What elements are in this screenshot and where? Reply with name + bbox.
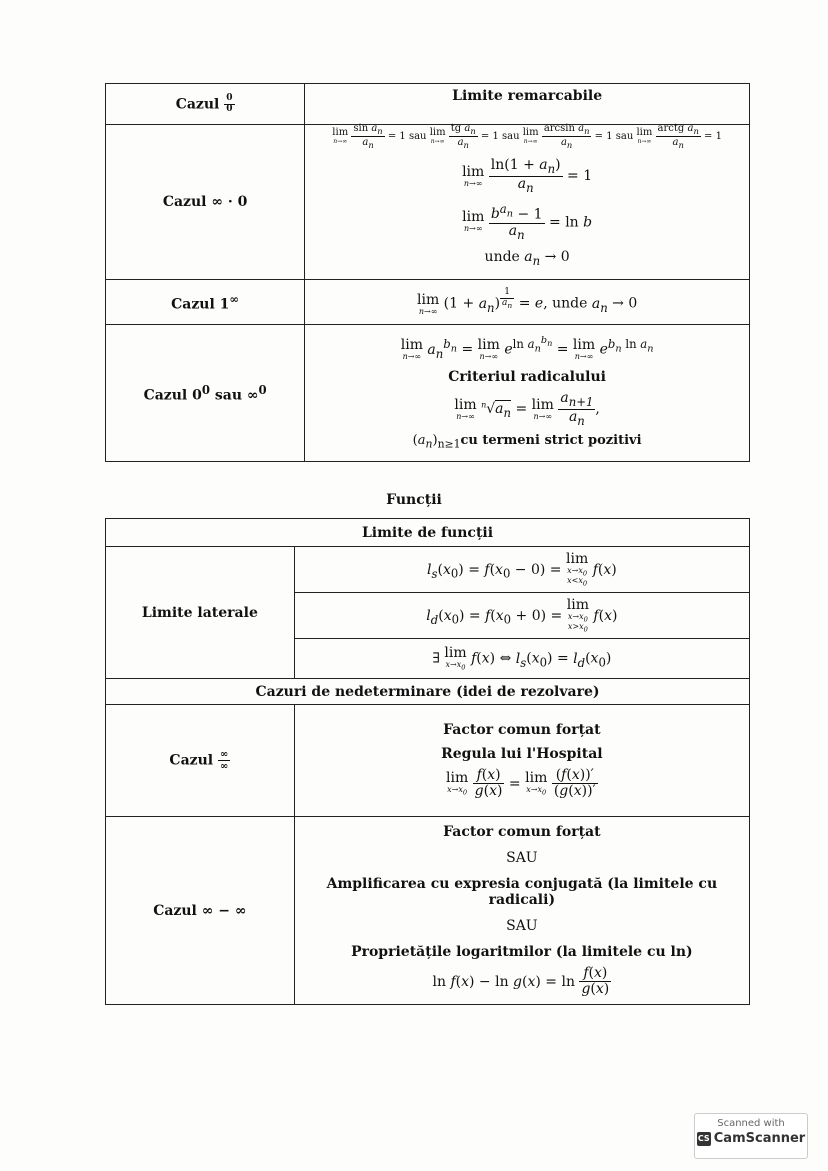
criteriul-radicalului: Criteriul radicalului [448, 369, 606, 386]
inf-minus-inf-methods: Factor comun forțat SAU Amplificarea cu … [293, 816, 751, 1005]
remarkable-limits-header: Limite remarcabile [304, 83, 750, 125]
log-formula: ln f(x) − ln g(x) = ln f(x)g(x) [432, 964, 612, 997]
function-limits-table: Limite de funcții Limite laterale ls(x0)… [105, 518, 751, 1005]
factor-comun-text-2: Factor comun forțat [443, 823, 601, 840]
sequence-condition: (an)n≥1cu termeni strict pozitivi [412, 433, 642, 451]
case-0-0-inf-0: Cazul 00 sau ∞0 [104, 324, 306, 462]
case-inf-times-0: Cazul ∞ · 0 [104, 124, 306, 280]
sau-separator-1: SAU [506, 849, 538, 866]
watermark-line2: CamScanner [713, 1131, 806, 1146]
conjugate-text: Amplificarea cu expresia conjugată (la l… [326, 875, 718, 908]
lateral-limits-label: Limite laterale [105, 546, 295, 679]
indeterminate-cases-title: Cazuri de nedeterminare (idei de rezolva… [105, 678, 750, 705]
table2-title: Limite de funcții [105, 518, 750, 547]
factor-comun-text: Factor comun forțat [443, 721, 601, 738]
case-inf-minus-inf: Cazul ∞ − ∞ [105, 816, 295, 1005]
log-properties-text: Proprietățile logaritmilor (la limitele … [351, 943, 693, 960]
case-1-inf: Cazul 1∞ [104, 279, 306, 325]
camscanner-watermark: Scanned with CS CamScanner [694, 1113, 808, 1159]
sau-separator-2: SAU [506, 917, 538, 934]
case-inf-over-inf: Cazul ∞∞ [105, 704, 295, 817]
camscanner-logo-icon: CS [696, 1131, 711, 1146]
unde-an-line: unde an → 0 [484, 249, 570, 269]
watermark-line1: Scanned with [717, 1118, 785, 1129]
watermark-brand: CS CamScanner [695, 1131, 807, 1146]
section-title-functii: Funcții [386, 492, 442, 508]
inf-over-inf-methods: Factor comun forțat Regula lui l'Hospita… [293, 704, 751, 817]
hospital-rule-text: Regula lui l'Hospital [441, 745, 603, 762]
